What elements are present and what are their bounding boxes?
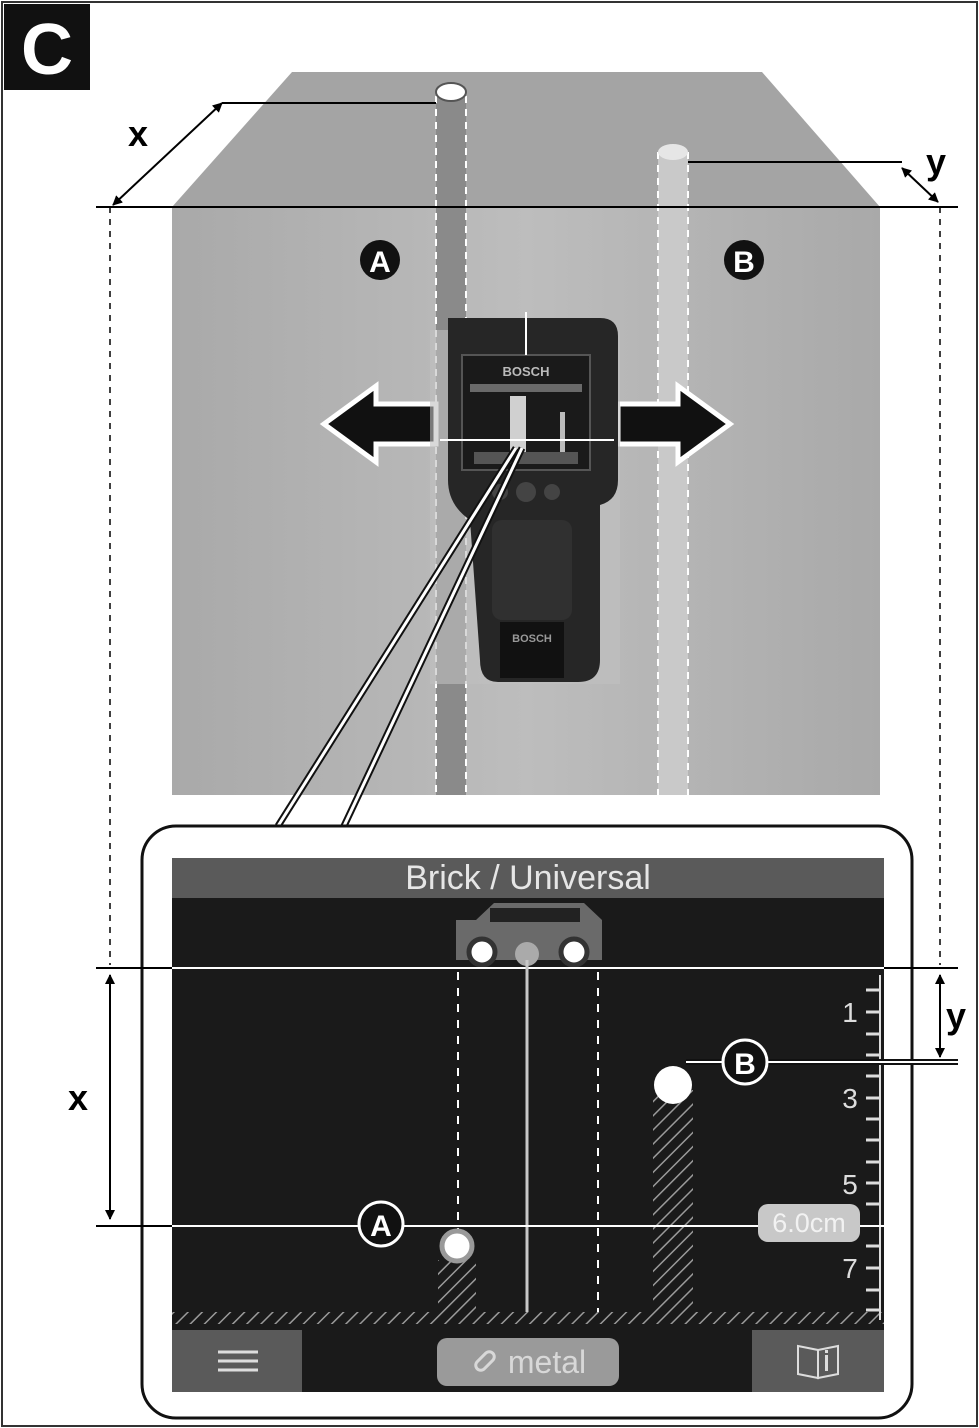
dimension-x-label-bottom: x (68, 1077, 88, 1118)
zoom-line-right (342, 447, 524, 827)
svg-text:B: B (733, 246, 755, 279)
menu-button[interactable] (172, 1330, 302, 1392)
scale-tick-5: 5 (842, 1169, 858, 1200)
dimension-x-label-top: x (128, 113, 148, 154)
dimension-y-arrow (901, 167, 939, 203)
depth-readout: 6.0cm (758, 1204, 860, 1242)
scale-tick-3: 3 (842, 1083, 858, 1114)
depth-scale: 1 3 5 7 (842, 975, 881, 1320)
device-handle-brand: BOSCH (512, 633, 552, 645)
menu-icon (218, 1350, 258, 1372)
move-left-arrow (319, 381, 439, 467)
metal-mode-button[interactable]: metal (437, 1338, 619, 1386)
dimension-y-label-top: y (926, 141, 946, 182)
wall-callout-b: B (724, 240, 764, 280)
wall-top-face (172, 72, 880, 207)
zoom-line-left (276, 447, 518, 827)
panel-label: C (4, 4, 90, 90)
display-callout-b: B (721, 1038, 769, 1086)
dimension-y-label-bottom: y (946, 995, 966, 1036)
scale-tick-1: 1 (842, 997, 858, 1028)
display-depth-limit (172, 1312, 884, 1324)
device-top-view-icon (456, 903, 602, 968)
metal-icon (470, 1341, 500, 1389)
svg-text:B: B (734, 1048, 756, 1081)
scale-tick-7: 7 (842, 1253, 858, 1284)
move-right-arrow (615, 381, 735, 467)
detector-device: BOSCH BOSCH (430, 312, 620, 684)
display-object-b-marker (654, 1066, 692, 1104)
info-button[interactable] (752, 1330, 884, 1392)
wall-object-b (657, 144, 689, 795)
wall-callout-a: A (360, 240, 400, 280)
display-object-b-hatch (653, 1090, 693, 1320)
display-mode-title: Brick / Universal (172, 858, 884, 898)
panel-letter: C (21, 10, 73, 90)
metal-button-label: metal (507, 1344, 587, 1380)
device-brand-label: BOSCH (503, 364, 550, 379)
display-object-a-marker (439, 1228, 475, 1264)
display-callout-a: A (357, 1200, 405, 1248)
svg-text:A: A (370, 1210, 392, 1243)
display-object-a-hatch (438, 1260, 476, 1320)
info-book-icon (797, 1344, 839, 1380)
dimension-x-arrow (112, 102, 223, 206)
svg-text:A: A (369, 246, 391, 279)
